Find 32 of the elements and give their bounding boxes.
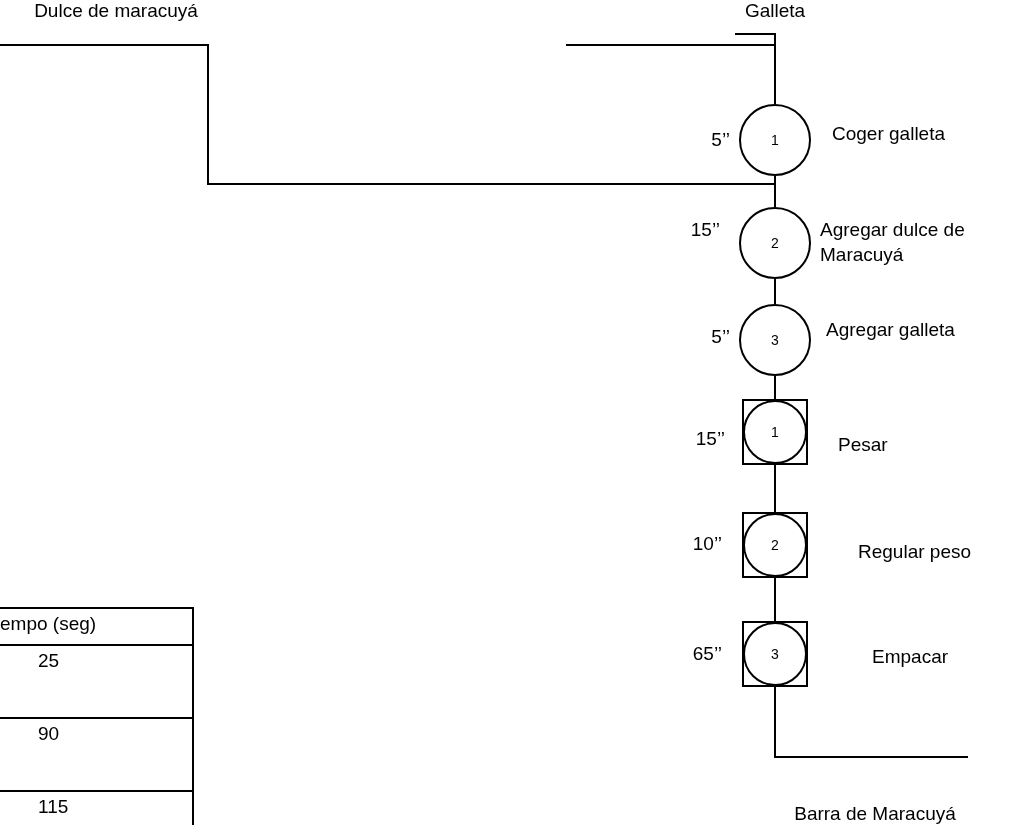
operation-label: Regular peso (858, 540, 973, 564)
inspection-operation-symbol: 1 (742, 399, 808, 465)
time-label: 15’’ (689, 218, 720, 242)
flow-label: Galleta (735, 0, 815, 34)
flow-label: Barra de Maracuyá (775, 757, 975, 825)
operation-label: Coger galleta (832, 122, 947, 146)
operation-circle: 1 (739, 104, 811, 176)
operation-label: Empacar (872, 645, 950, 669)
time-label: 5’’ (710, 325, 730, 349)
time-label: 5’’ (710, 128, 730, 152)
flow-line (774, 577, 776, 622)
inspection-operation-symbol: 3 (742, 621, 808, 687)
flow-line (774, 278, 776, 305)
table-cell: 115 (0, 792, 192, 825)
time-label: 10’’ (691, 532, 722, 556)
flow-line (774, 464, 776, 513)
flow-line (774, 686, 969, 758)
table-cell: 90 (0, 719, 192, 792)
table-cell: 25 (0, 646, 192, 719)
operation-circle: 2 (739, 207, 811, 279)
inspection-operation-symbol: 2 (742, 512, 808, 578)
operation-label: Agregar galleta (826, 318, 956, 342)
operation-label: Agregar dulce de Maracuyá (820, 218, 966, 267)
flow-label: Dulce de maracuyá (0, 0, 232, 45)
flow-line (774, 175, 776, 208)
flow-line (774, 375, 776, 400)
flow-line (734, 33, 776, 105)
operation-label: Pesar (838, 433, 889, 457)
operation-circle: 3 (739, 304, 811, 376)
time-label: 65’’ (691, 642, 722, 666)
table-cell: empo (seg) (0, 609, 192, 646)
time-label: 15’’ (694, 427, 725, 451)
